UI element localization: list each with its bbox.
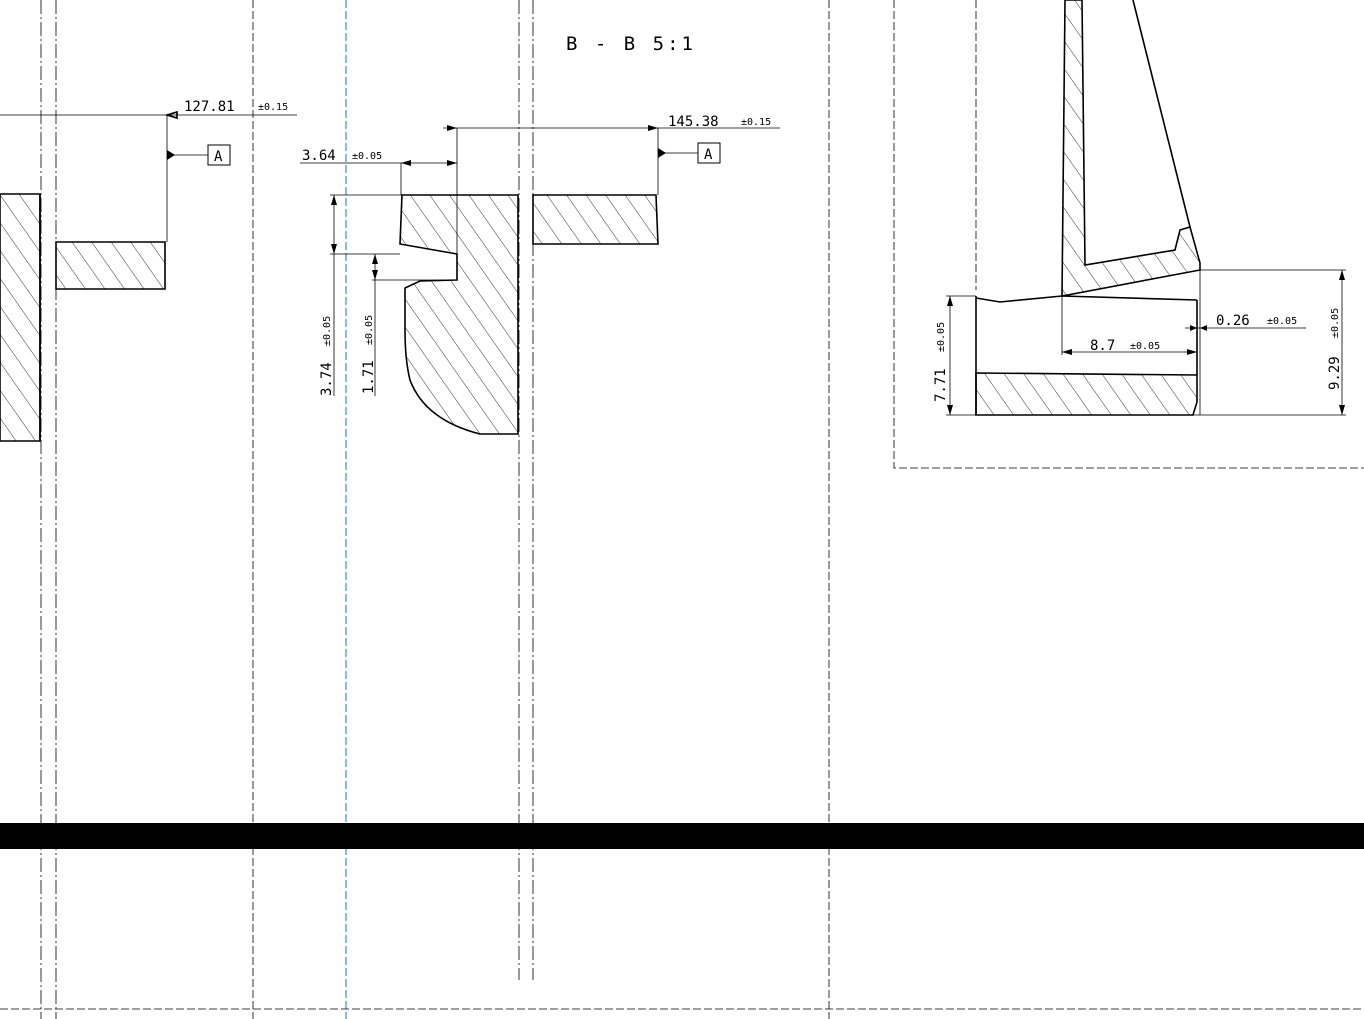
dim-87-value: 8.7 [1090, 338, 1115, 354]
datum-box-a[interactable] [697, 142, 721, 164]
dim-026-tol: ±0.05 [1267, 316, 1297, 327]
section-hatch[interactable] [399, 194, 519, 435]
dim-145-value: 145.38 [668, 114, 719, 130]
datum-box-a[interactable] [207, 144, 231, 166]
dim-929-tol: ±0.05 [1330, 308, 1341, 338]
viewport-band [0, 823, 1364, 849]
section-hatch[interactable] [1061, 0, 1201, 297]
dim-026-value: 0.26 [1216, 313, 1250, 329]
dim-171-value: 1.71 [361, 360, 377, 394]
dim-374-tol: ±0.05 [322, 316, 333, 346]
section-title: B - B 5:1 [566, 33, 696, 55]
dim-771-tol: ±0.05 [936, 322, 947, 352]
dim-87-tol: ±0.05 [1130, 341, 1160, 352]
datum-label: A [214, 149, 223, 165]
dim-929-value: 9.29 [1327, 356, 1343, 390]
detail-view-frame[interactable] [893, 0, 1364, 469]
dim-771-value: 7.71 [933, 368, 949, 402]
dim-127-tol: ±0.15 [258, 102, 288, 113]
dim-364-value: 3.64 [302, 148, 336, 164]
dim-364-tol: ±0.05 [352, 151, 382, 162]
section-hatch[interactable] [0, 193, 41, 442]
dim-145-tol: ±0.15 [741, 117, 771, 128]
dim-374-value: 3.74 [319, 362, 335, 396]
section-hatch[interactable] [532, 194, 659, 245]
dim-127-value: 127.81 [184, 99, 235, 115]
section-hatch[interactable] [55, 241, 166, 290]
datum-label: A [704, 147, 713, 163]
section-hatch[interactable] [975, 372, 1198, 416]
dim-171-tol: ±0.05 [364, 315, 375, 345]
